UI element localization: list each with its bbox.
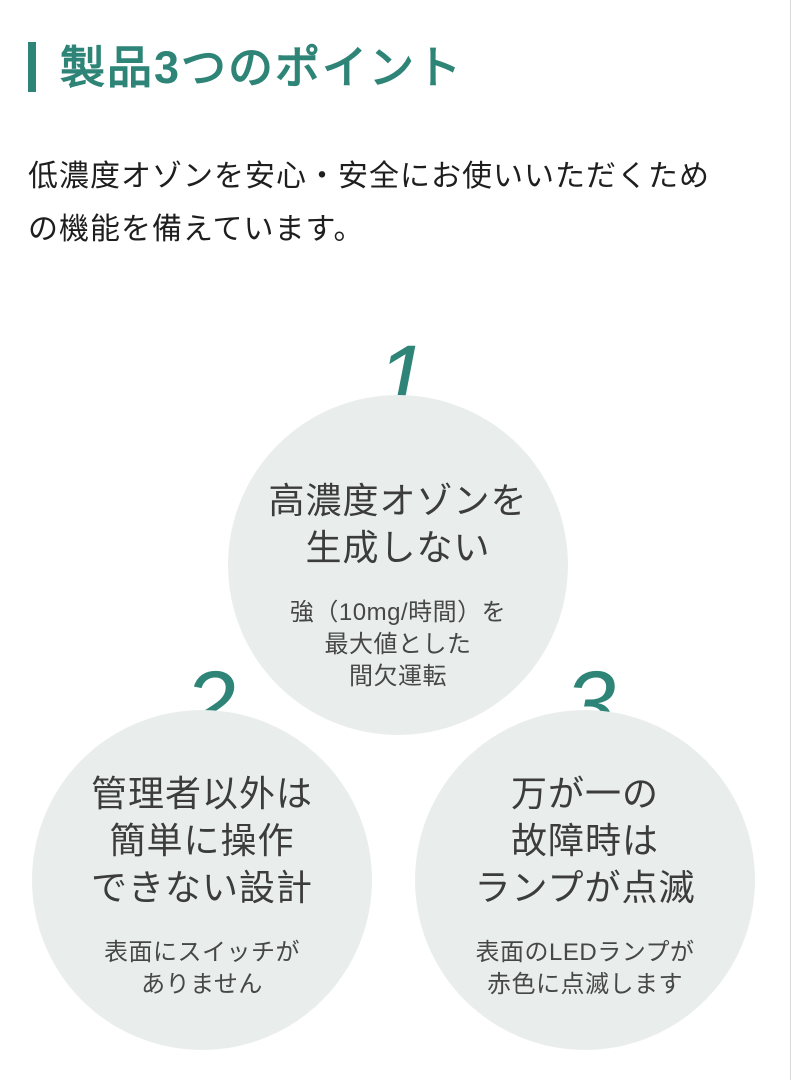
point-2-title-line: 簡単に操作 (109, 820, 295, 861)
point-1-subtitle-line: 間欠運転 (348, 663, 447, 690)
point-3-subtitle-line: 赤色に点滅します (487, 971, 683, 998)
intro-line-2: の機能を備えています。 (28, 213, 365, 246)
point-3-title: 万が一の 故障時は ランプが点滅 (475, 770, 696, 911)
point-1-subtitle-line: 最大値とした (324, 631, 472, 658)
intro-line-1: 低濃度オゾンを安心・安全にお使いいただくため (28, 160, 710, 193)
point-2-circle: 管理者以外は 簡単に操作 できない設計 表面にスイッチが ありません (32, 710, 372, 1050)
point-2-subtitle-line: 表面にスイッチが (104, 939, 300, 966)
point-1-title-line: 生成しない (305, 527, 491, 568)
point-2-title-line: できない設計 (90, 867, 313, 908)
point-2-title-line: 管理者以外は (90, 773, 313, 814)
point-3-circle: 万が一の 故障時は ランプが点滅 表面のLEDランプが 赤色に点滅します (415, 710, 755, 1050)
point-3-title-line: 故障時は (510, 820, 659, 861)
point-1-subtitle-line: 強（10mg/時間）を (289, 599, 507, 626)
section-header: 製品3つのポイント (28, 42, 463, 92)
point-2-title: 管理者以外は 簡単に操作 できない設計 (91, 770, 313, 911)
point-2-subtitle-line: ありません (141, 971, 263, 998)
point-3-subtitle: 表面のLEDランプが 赤色に点滅します (476, 937, 695, 1001)
point-1-circle: 高濃度オゾンを 生成しない 強（10mg/時間）を 最大値とした 間欠運転 (228, 395, 568, 735)
section-title: 製品3つのポイント (60, 41, 464, 93)
point-3-subtitle-line: 表面のLEDランプが (475, 939, 695, 966)
point-1-subtitle: 強（10mg/時間）を 最大値とした 間欠運転 (290, 597, 506, 693)
point-3-title-line: 万が一の (510, 773, 659, 814)
point-1-title-line: 高濃度オゾンを (268, 480, 528, 521)
point-2-subtitle: 表面にスイッチが ありません (104, 937, 300, 1001)
intro-text: 低濃度オゾンを安心・安全にお使いいただくため の機能を備えています。 (28, 150, 773, 256)
point-1-title: 高濃度オゾンを 生成しない (268, 477, 527, 571)
column-divider-line (790, 0, 791, 1080)
point-3-title-line: ランプが点滅 (474, 867, 696, 908)
title-accent-bar (28, 42, 36, 92)
